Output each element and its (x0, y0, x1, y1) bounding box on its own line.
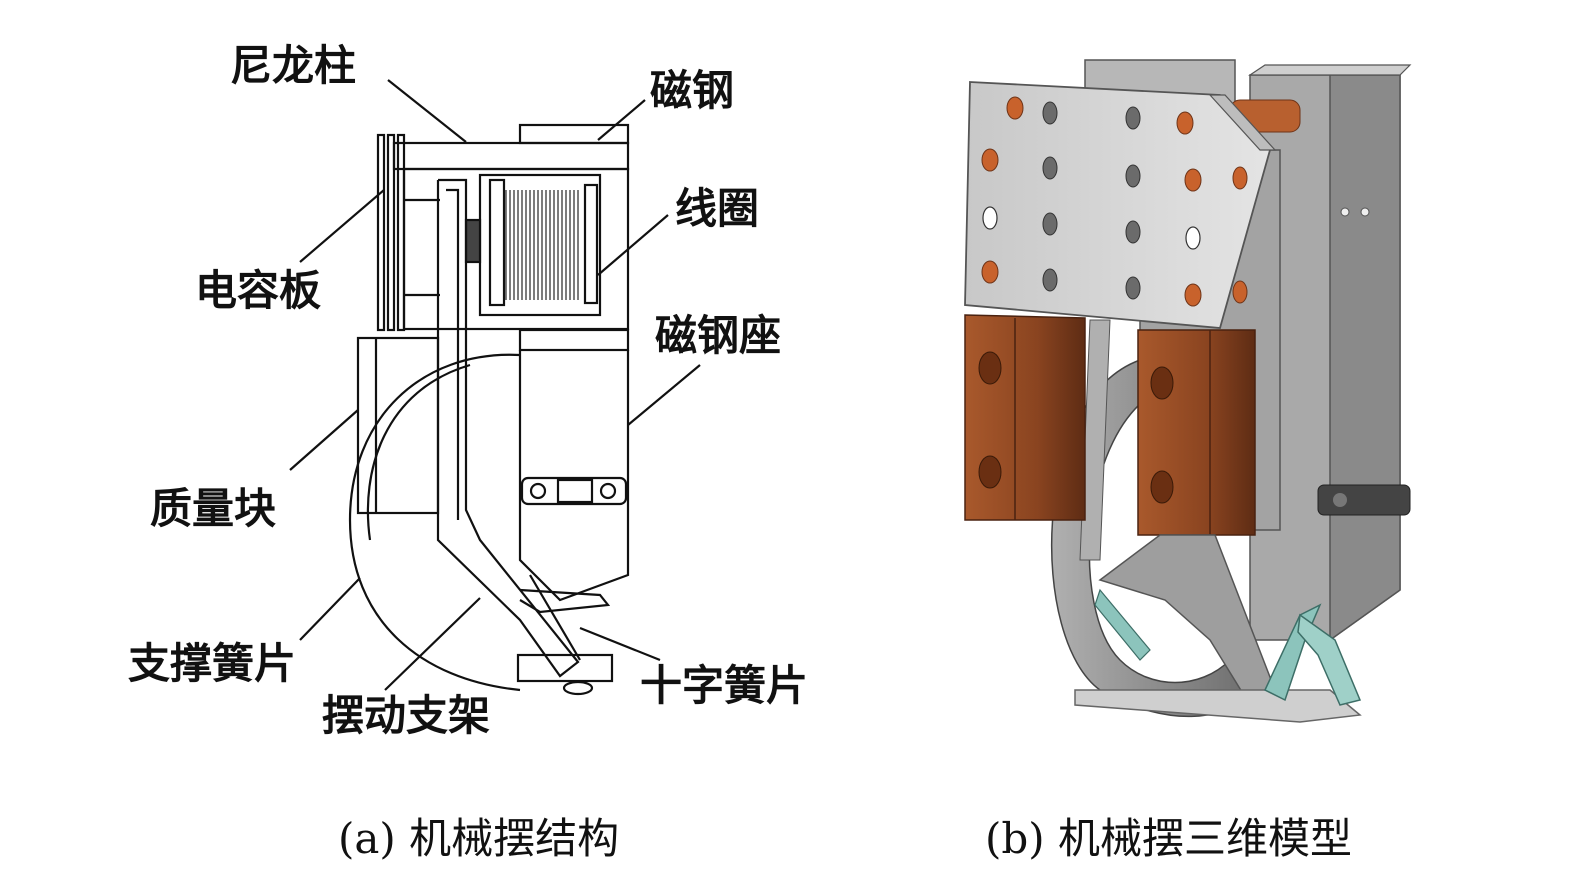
label-capacitor-plate: 电容板 (195, 266, 322, 315)
label-cross-spring: 十字簧片 (640, 661, 809, 710)
caption-panel-b: (b) 机械摆三维模型 (985, 814, 1353, 863)
label-nylon-post: 尼龙柱 (230, 41, 357, 90)
label-swing-bracket: 摆动支架 (322, 691, 491, 740)
label-magnet: 磁钢 (650, 66, 735, 115)
label-magnet-seat: 磁钢座 (655, 311, 782, 360)
label-support-spring: 支撑簧片 (128, 639, 297, 688)
mechanical-pendulum-3d-model (964, 59, 1412, 723)
label-mass-block: 质量块 (150, 484, 277, 533)
mechanical-pendulum-structure-drawing (289, 79, 701, 696)
label-coil: 线圈 (675, 184, 760, 233)
caption-panel-a: (a) 机械摆结构 (338, 814, 620, 863)
